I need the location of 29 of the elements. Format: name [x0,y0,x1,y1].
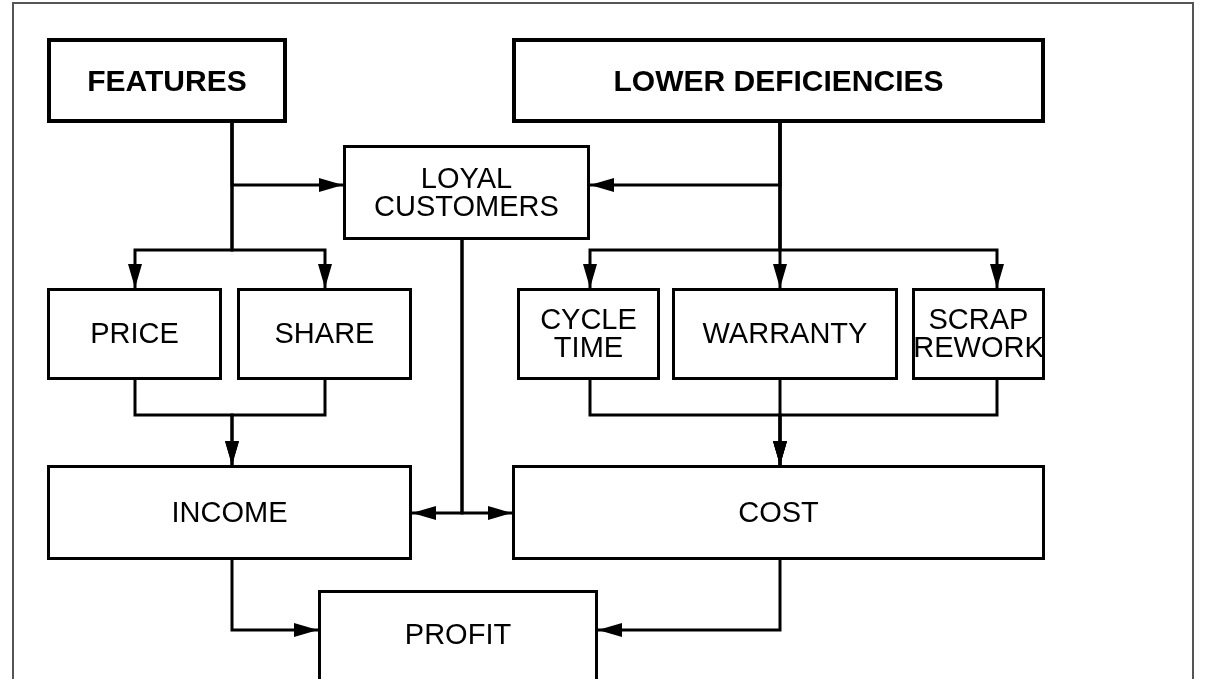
arrow [598,560,782,637]
box-label: WARRANTY [702,320,868,348]
box-label: INCOME [171,498,288,527]
box-label: FEATURES [87,65,247,96]
process-box [47,38,287,123]
box-label: PRICE [90,320,179,348]
process-box [512,465,1045,560]
box-label: PROFIT [404,621,512,649]
box-label: LOYAL CUSTOMERS [373,164,560,221]
box-label: SHARE [274,320,375,348]
box-label: SCRAP REWORK [913,306,1044,362]
process-box [343,145,590,240]
process-box [318,590,598,679]
process-box [47,288,222,380]
box-label: COST [738,498,819,527]
box-label: LOWER DEFICIENCIES [613,65,944,96]
process-box [517,288,660,380]
arrow [230,560,318,637]
arrow [225,380,327,465]
process-box [672,288,898,380]
process-box [512,38,1045,123]
arrow [778,123,1004,288]
arrow [773,380,999,465]
process-box [912,288,1045,380]
arrow [230,123,332,288]
process-box [47,465,412,560]
process-box [237,288,412,380]
arrow [460,240,512,520]
box-label: CYCLE TIME [539,306,638,362]
